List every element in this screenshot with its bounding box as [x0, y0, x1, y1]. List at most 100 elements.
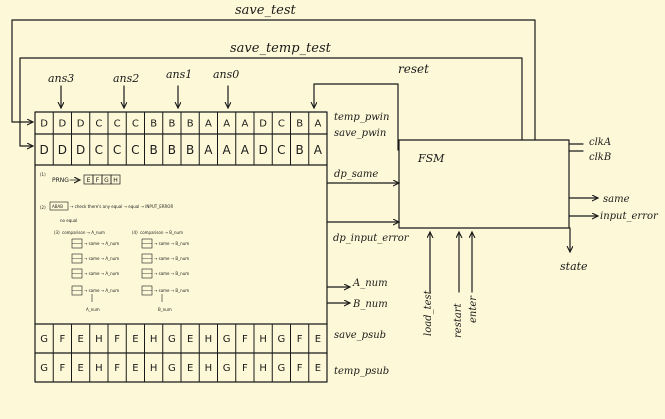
save-pwin-cell: C — [277, 143, 285, 157]
save-psub-cell: H — [95, 334, 103, 345]
temp-pwin-label: temp_pwin — [334, 112, 389, 123]
temp-pwin-cell: A — [241, 119, 248, 130]
step2-number: (2) — [40, 205, 46, 210]
save-psub-cell: G — [278, 334, 286, 345]
temp-psub-cell: H — [150, 363, 158, 374]
temp-pwin-cell: D — [40, 119, 48, 130]
save-pwin-cell: C — [95, 143, 103, 157]
save-pwin-cell: A — [241, 143, 250, 157]
comparison-row-text: → same → A_num — [84, 271, 119, 276]
temp-pwin-cell: C — [278, 119, 285, 130]
comparison-row-text: → same → A_num — [84, 288, 119, 293]
save-psub-cell: E — [77, 334, 83, 345]
comparison-row-text: → same → A_num — [84, 241, 119, 246]
save-psub-cell: F — [297, 334, 303, 345]
save-pwin-cell: A — [204, 143, 213, 157]
fsm-label: FSM — [417, 152, 445, 165]
save-psub-cell: G — [168, 334, 176, 345]
prng-label: PRNG — [52, 177, 69, 184]
save-pwin-cell: D — [40, 143, 49, 157]
temp-psub-cell: F — [242, 363, 248, 374]
temp-psub-cell: E — [187, 363, 193, 374]
temp-psub-cell: E — [132, 363, 138, 374]
step2-sub: no equal — [60, 218, 77, 223]
step2-text: → check there's any equal → equal → INPU… — [70, 204, 173, 209]
prng-cell: F — [96, 177, 100, 184]
save-pwin-cell: C — [131, 143, 139, 157]
step4-title: comparison → B_num — [140, 230, 183, 235]
save-psub-cell: F — [59, 334, 65, 345]
reset-wire — [314, 83, 399, 151]
reset-label: reset — [398, 62, 429, 76]
temp-psub-cell: G — [223, 363, 231, 374]
step4-number: (4) — [132, 230, 138, 235]
save-temp-test-wire — [19, 57, 523, 146]
comparison-row-text: → same → B_num — [154, 288, 189, 293]
dp-same-label: dp_same — [334, 169, 378, 180]
temp-psub-cell: G — [168, 363, 176, 374]
prng-cell: G — [104, 177, 109, 184]
save-psub-cell: F — [114, 334, 120, 345]
save-pwin-cell: B — [296, 143, 304, 157]
temp-pwin-cell: C — [114, 119, 121, 130]
temp-psub-cell: G — [40, 363, 48, 374]
save-pwin-cell: B — [168, 143, 176, 157]
temp-pwin-cell: D — [259, 119, 267, 130]
load-test-label: load_test — [423, 289, 434, 336]
save-psub-label: save_psub — [334, 330, 386, 341]
save-psub-cell: E — [187, 334, 193, 345]
temp-pwin-cell: C — [132, 119, 139, 130]
save-psub-cell: H — [150, 334, 158, 345]
temp-pwin-cell: A — [205, 119, 212, 130]
temp-pwin-cell: B — [150, 119, 157, 130]
a-result-label: A_num — [86, 307, 100, 312]
b-num-label: B_num — [352, 299, 388, 310]
ans1-label: ans1 — [166, 68, 192, 81]
temp-pwin-cell: A — [223, 119, 230, 130]
step3-title: comparison → A_num — [62, 230, 105, 235]
temp-pwin-cell: A — [314, 119, 321, 130]
save-pwin-cell: D — [76, 143, 85, 157]
save-psub-cell: F — [242, 334, 248, 345]
temp-psub-cell: F — [114, 363, 120, 374]
temp-psub-cell: H — [95, 363, 103, 374]
save-pwin-cell: D — [259, 143, 268, 157]
comparison-row-text: → same → B_num — [154, 271, 189, 276]
temp-psub-cell: F — [297, 363, 303, 374]
temp-psub-cell: F — [59, 363, 65, 374]
temp-pwin-cell: D — [59, 119, 67, 130]
save-psub-cell: G — [223, 334, 231, 345]
save-pwin-cell: D — [58, 143, 67, 157]
restart-label: restart — [453, 302, 464, 338]
temp-pwin-cell: B — [296, 119, 303, 130]
save-pwin-cell: A — [223, 143, 232, 157]
save-pwin-cell: B — [186, 143, 194, 157]
save-pwin-cell: C — [113, 143, 121, 157]
comparison-row-text: → same → B_num — [154, 256, 189, 261]
temp-psub-cell: E — [315, 363, 321, 374]
step2-box-label: ABAB — [52, 204, 63, 209]
clkb-label: clkB — [589, 152, 611, 163]
ans0-label: ans0 — [213, 68, 239, 81]
save-temp-test-label: save_temp_test — [230, 41, 332, 56]
temp-pwin-cell: C — [95, 119, 102, 130]
temp-psub-label: temp_psub — [334, 366, 389, 377]
b-result-label: B_num — [158, 307, 172, 312]
save-pwin-cell: A — [314, 143, 323, 157]
save-test-label: save_test — [235, 3, 297, 18]
state-label: state — [560, 260, 588, 273]
comparison-row-text: → same → A_num — [84, 256, 119, 261]
save-pwin-label: save_pwin — [334, 128, 386, 139]
save-pwin-cell: B — [150, 143, 158, 157]
clka-label: clkA — [589, 137, 611, 148]
a-num-label: A_num — [352, 278, 388, 289]
prng-cell: H — [113, 177, 118, 184]
save-psub-cell: G — [40, 334, 48, 345]
